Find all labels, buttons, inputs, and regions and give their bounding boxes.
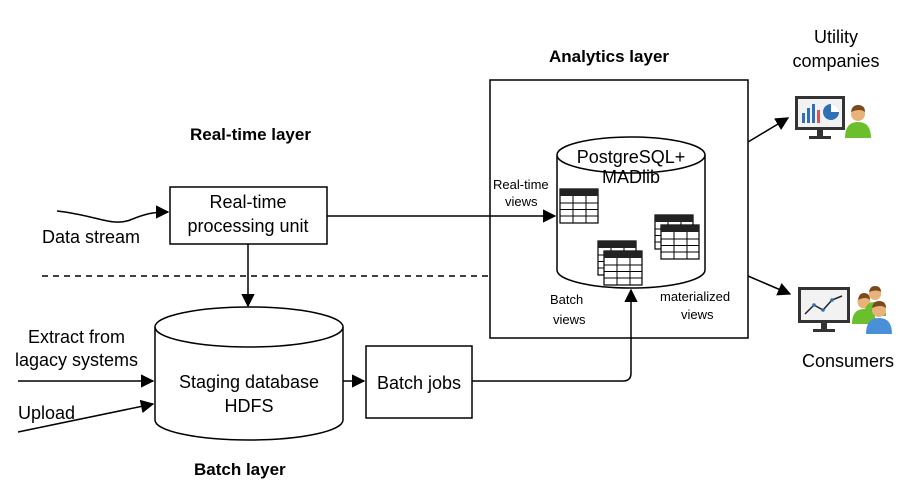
realtime-unit-label-line1: Real-time: [209, 192, 286, 212]
data-stream-arrow: [56, 205, 170, 223]
extract-label-line2: lagacy systems: [15, 350, 138, 370]
monitor-line-chart-icon: [798, 287, 850, 332]
batch-layer-title: Batch layer: [194, 460, 286, 479]
table-icon: [559, 188, 599, 224]
batch-views-label-line2: views: [553, 312, 586, 327]
batch-jobs-box: [365, 345, 473, 419]
upload-label: Upload: [18, 403, 75, 423]
user-icon: [845, 105, 871, 138]
staging-database-cylinder: [154, 306, 344, 441]
realtime-layer-title: Real-time layer: [190, 125, 311, 144]
utility-label-line1: Utility: [814, 27, 858, 47]
upload-arrow: [17, 399, 155, 433]
analytics-to-consumers-arrow: [747, 275, 792, 296]
db-label-line2: MADlib: [602, 167, 660, 187]
analytics-to-utility-arrow: [747, 117, 790, 143]
materialized-views-label-line1: materialized: [660, 289, 730, 304]
table-icon: [660, 224, 700, 260]
realtime-views-label-line1: Real-time: [493, 177, 549, 192]
staging-label-line1: Staging database: [179, 372, 319, 392]
analytics-layer-box: [489, 79, 749, 339]
realtime-unit-label-line2: processing unit: [187, 216, 308, 236]
staging-label-line2: HDFS: [225, 396, 274, 416]
db-label-line1: PostgreSQL+: [577, 147, 686, 167]
batch-jobs-label: Batch jobs: [377, 373, 461, 393]
data-stream-label: Data stream: [42, 227, 140, 247]
group-icon: [852, 286, 892, 334]
batch-views-label-line1: Batch: [550, 292, 583, 307]
batchjobs-to-db-arrow: [472, 288, 638, 382]
realtime-views-label-line2: views: [505, 194, 538, 209]
utility-label-line2: companies: [792, 51, 879, 71]
analytics-layer-title: Analytics layer: [549, 47, 669, 66]
materialized-views-label-line2: views: [681, 307, 714, 322]
consumers-label: Consumers: [802, 351, 894, 371]
table-icon: [603, 250, 643, 286]
monitor-dashboard-icon: [795, 96, 845, 139]
extract-label-line1: Extract from: [28, 327, 125, 347]
